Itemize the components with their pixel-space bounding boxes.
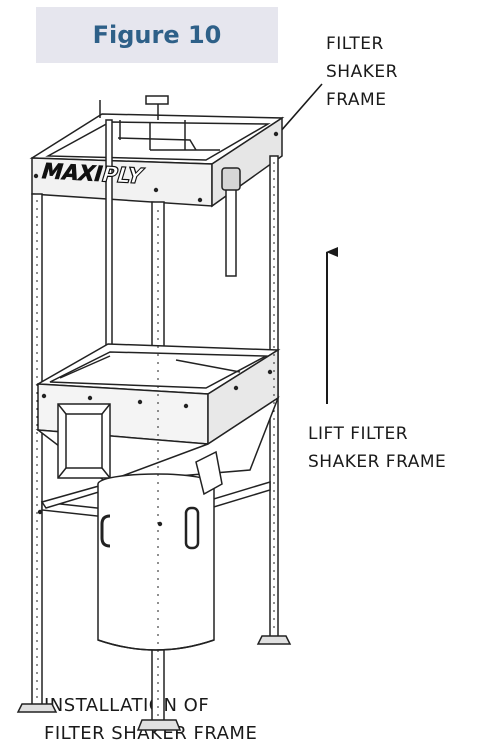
figure-label: Figure 10 [92, 21, 222, 49]
bolt-dots [33, 131, 279, 527]
figure-tag: Figure 10 [36, 7, 278, 63]
label-line: FILTER [326, 34, 384, 54]
frame-structure [16, 95, 292, 731]
caption-line: INSTALLATION OF [44, 695, 210, 716]
label-line: FRAME [326, 90, 387, 110]
svg-text:MAXIPLY: MAXIPLY [38, 159, 146, 189]
label-line: SHAKER FRAME [308, 452, 447, 472]
brand-name-main: MAXI [38, 159, 106, 187]
label-line: SHAKER [326, 62, 398, 82]
label-line: LIFT FILTER [308, 424, 409, 444]
figure-caption: INSTALLATION OF FILTER SHAKER FRAME [44, 692, 257, 748]
brand-name-rest: PLY [98, 163, 146, 190]
caption-line: FILTER SHAKER FRAME [44, 723, 258, 744]
lift-filter-shaker-frame-label: LIFT FILTER SHAKER FRAME [308, 420, 446, 476]
maxiply-logo: MAXIPLY [38, 159, 147, 190]
filter-shaker-frame-label: FILTER SHAKER FRAME [326, 30, 398, 114]
